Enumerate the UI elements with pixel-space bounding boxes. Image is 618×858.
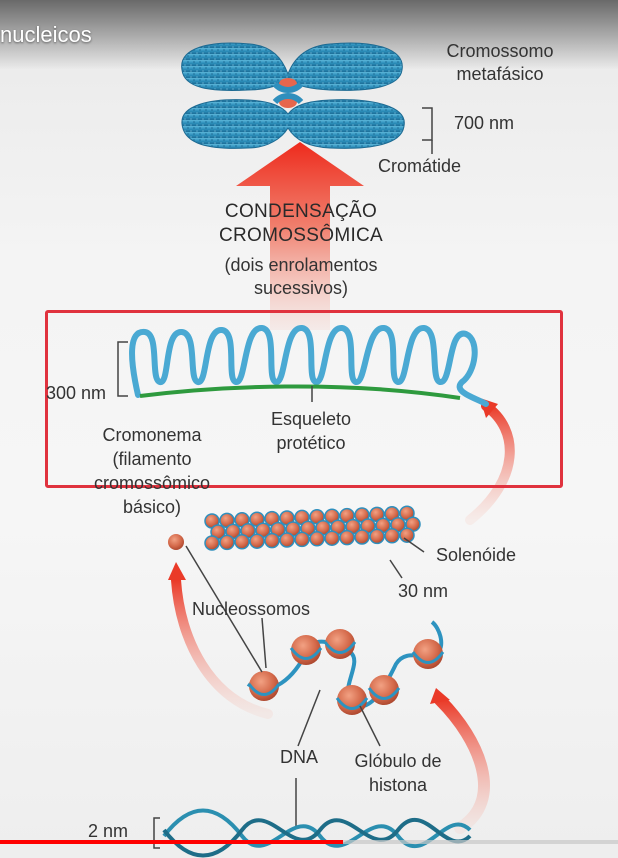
solenoid-bead xyxy=(294,531,310,548)
chromonema-label-1: Cromonema xyxy=(102,425,202,445)
solenoid-bead xyxy=(309,531,325,547)
solenoid-width-label: 30 nm xyxy=(398,581,449,601)
solenoid-bead xyxy=(384,528,400,544)
metaphase-chromosome-text: Cromossomo metafásico xyxy=(446,41,554,84)
video-progress-bar[interactable] xyxy=(0,840,618,844)
metaphase-chromosome xyxy=(181,42,405,149)
solenoid-width-leader xyxy=(389,559,403,579)
solenoid-bead xyxy=(324,530,340,546)
chromatid-bracket xyxy=(422,107,433,141)
highlight-box xyxy=(45,310,563,488)
nucleosome-bead xyxy=(325,629,355,659)
condensation-title-2: CROMOSSÔMICA xyxy=(218,225,384,246)
solenoid-bead xyxy=(219,534,235,551)
dna-label: DNA xyxy=(279,747,318,767)
nucleosome-bead xyxy=(413,639,443,669)
dna-wrap xyxy=(411,651,445,664)
skeleton-label-2: protético xyxy=(276,433,346,453)
chromonema-label-3: cromossômico xyxy=(93,473,211,493)
condensation-arrow xyxy=(236,142,364,330)
solenoid-bead xyxy=(399,527,415,543)
video-title[interactable]: nucleicos xyxy=(0,22,92,47)
progression-arrows xyxy=(168,398,515,834)
nucleosomes-leader-2 xyxy=(261,617,267,669)
dna-width-label: 2 nm xyxy=(88,821,129,841)
dna-wrap xyxy=(367,687,401,700)
histone-label-1: Glóbulo de xyxy=(354,751,442,771)
condensation-title-1: CONDENSAÇÃO xyxy=(224,201,378,222)
solenoid-end-bead xyxy=(168,534,184,550)
skeleton-label-1: Esqueleto xyxy=(270,409,352,429)
chromonema-bracket xyxy=(117,341,128,397)
nucleosome-bead xyxy=(369,675,399,705)
dna-wrap xyxy=(323,641,357,654)
solenoid-bead xyxy=(369,528,385,545)
condensation-note-2: sucessivos) xyxy=(253,278,349,298)
nucleosome-bead xyxy=(249,671,279,701)
nucleosome-bead xyxy=(291,635,321,665)
chromonema-label-2: (filamento xyxy=(112,449,192,469)
solenoid-bead xyxy=(234,534,250,550)
chromatid-width-label: 700 nm xyxy=(454,113,515,133)
video-progress-fill xyxy=(0,840,343,844)
histone-leader xyxy=(359,705,381,747)
dna-width-bracket xyxy=(153,817,160,849)
chromonema-width-label: 300 nm xyxy=(46,383,107,403)
solenoid-label: Solenóide xyxy=(436,545,517,565)
dna-wrap xyxy=(335,697,369,710)
chromonema-loops xyxy=(129,325,489,407)
nucleosomes-leader-1 xyxy=(185,545,263,673)
nucleosome-fiber xyxy=(246,620,445,715)
solenoid-bead xyxy=(249,533,265,549)
solenoid-leader xyxy=(403,537,425,553)
solenoid-bead xyxy=(264,532,280,549)
dna-leader-1 xyxy=(297,689,321,747)
solenoid-bead xyxy=(279,532,295,548)
solenoid-bead xyxy=(354,529,370,545)
nucleosomes-label: Nucleossomos xyxy=(192,599,311,619)
chromonema-label-4: básico) xyxy=(122,497,182,517)
condensation-note-1: (dois enrolamentos xyxy=(224,255,378,275)
solenoid xyxy=(204,505,421,551)
dna-wrap xyxy=(247,683,281,696)
chromatid-label: Cromátide xyxy=(378,156,462,176)
solenoid-bead xyxy=(204,535,220,551)
metaphase-chromosome-label: Cromossomo metafásico xyxy=(430,40,570,86)
dna-double-helix xyxy=(162,808,472,858)
histone-label-2: histona xyxy=(368,775,428,795)
dna-wrap xyxy=(289,647,323,660)
solenoid-bead xyxy=(339,529,355,546)
